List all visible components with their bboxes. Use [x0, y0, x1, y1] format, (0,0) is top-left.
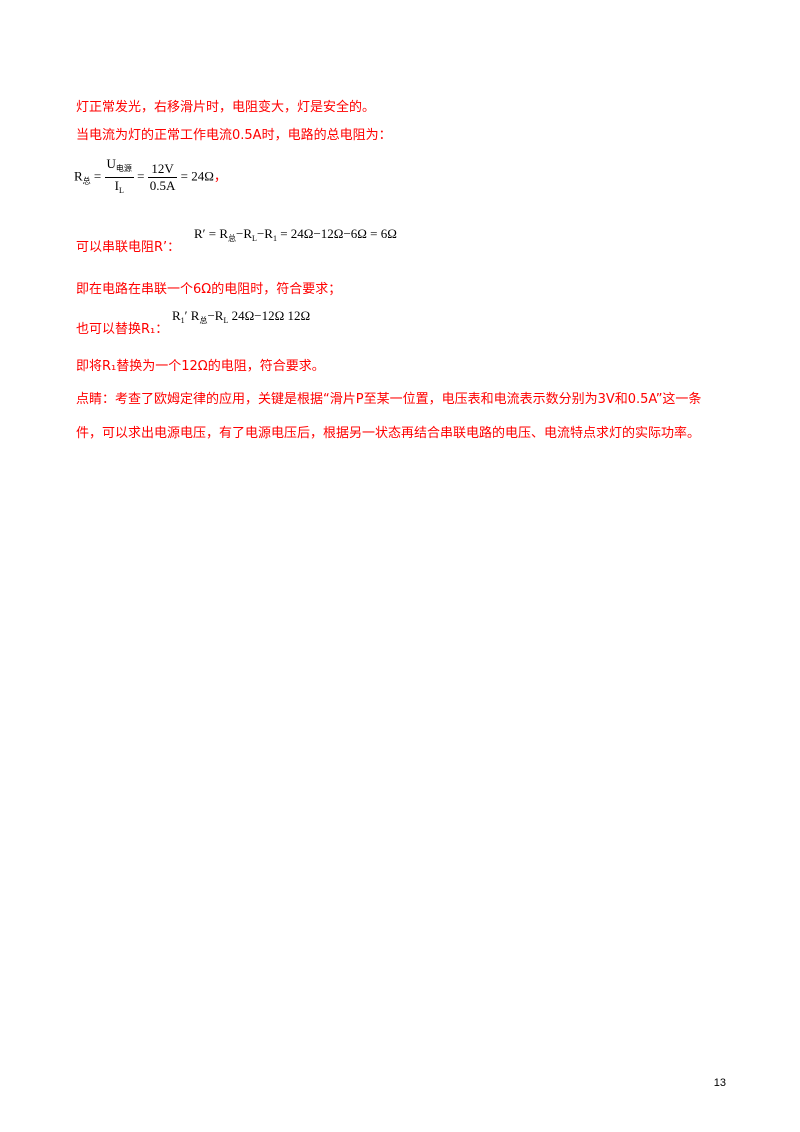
- formula1-den1-sub: L: [118, 186, 124, 195]
- formula1-den1: I: [114, 178, 119, 193]
- formula2-part-d: = 24Ω−12Ω−6Ω = 6Ω: [276, 226, 397, 241]
- text-line-1: 灯正常发光，右移滑片时，电阻变大，灯是安全的。: [76, 100, 376, 115]
- formula-series-resistor: R′ = R总−RL−R1 = 24Ω−12Ω−6Ω = 6Ω: [194, 226, 397, 244]
- formula3-sub-a: 1: [180, 316, 185, 325]
- formula1-den2: 0.5A: [149, 178, 176, 193]
- formula2-sub-a: 总: [228, 234, 237, 243]
- text-line-4: 即在电路在串联一个6Ω的电阻时，符合要求；: [76, 282, 342, 297]
- formula-replace-r1: R1′ R总−RL 24Ω−12Ω 12Ω: [172, 308, 310, 326]
- formula3-part-a: R: [172, 308, 181, 323]
- formula3-sub-c: L: [223, 316, 229, 325]
- formula1-eq-2: =: [137, 168, 145, 184]
- formula1-result: = 24Ω: [180, 168, 214, 184]
- formula1-eq: =: [93, 168, 102, 184]
- page-number: 13: [713, 1077, 726, 1089]
- formula1-num2: 12V: [147, 161, 178, 178]
- formula2-part-b: −R: [236, 226, 253, 241]
- text-line-2: 当电流为灯的正常工作电流0.5A时，电路的总电阻为：: [76, 128, 392, 143]
- formula3-part-d: 24Ω−12Ω 12Ω: [228, 308, 311, 323]
- formula1-comma: ，: [213, 168, 227, 184]
- text-line-3: 可以串联电阻R’：: [76, 240, 181, 255]
- formula1-lhs: R: [74, 168, 83, 184]
- formula-total-resistance: R总 = U电源 IL = 12V 0.5A = 24Ω，: [74, 156, 227, 199]
- text-paragraph-comment: 点睛：考查了欧姆定律的应用，关键是根据“滑片P至某一位置，电压表和电流表示数分别…: [76, 392, 702, 441]
- formula3-sub-b: 总: [199, 316, 208, 325]
- text-line-5: 也可以替换R₁：: [76, 322, 169, 337]
- formula1-lhs-sub: 总: [82, 176, 91, 186]
- formula1-fraction-1: U电源 IL: [104, 156, 134, 199]
- formula3-part-c: −R: [207, 308, 224, 323]
- formula2-sub-c: 1: [272, 234, 277, 243]
- formula2-part-a: R′ = R: [194, 226, 229, 241]
- formula2-sub-b: L: [252, 234, 257, 243]
- formula1-fraction-2: 12V 0.5A: [147, 161, 178, 194]
- text-line-6: 即将R₁替换为一个12Ω的电阻，符合要求。: [76, 359, 325, 374]
- formula3-part-b: ′ R: [184, 308, 200, 323]
- formula2-part-c: −R: [256, 226, 273, 241]
- formula1-num1-sub: 电源: [115, 164, 132, 173]
- formula1-num1: U: [106, 156, 116, 171]
